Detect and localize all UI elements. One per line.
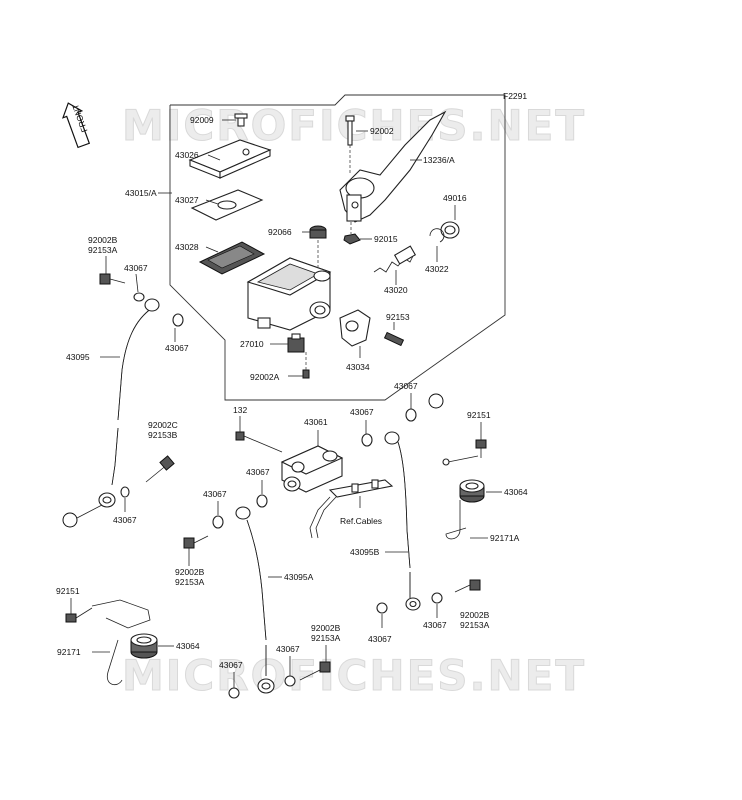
- label-132: 132: [233, 405, 247, 415]
- label-92002b-bm: 92002B: [311, 623, 341, 633]
- washer-43067-h: [376, 602, 388, 614]
- washer-43067-b: [172, 313, 184, 327]
- label-13236a: 13236/A: [423, 155, 455, 165]
- washer-43067-g: [212, 515, 224, 529]
- label-92171: 92171: [57, 647, 81, 657]
- washer-43067-c: [120, 486, 130, 498]
- label-43095: 43095: [66, 352, 90, 362]
- label-49016: 49016: [443, 193, 467, 203]
- banjo-bolt-top-left: [99, 273, 126, 285]
- ref-cables-label: Ref.Cables: [340, 516, 382, 526]
- label-43095b: 43095B: [350, 547, 380, 557]
- label-43064-r: 43064: [504, 487, 528, 497]
- screw-92002a: [302, 369, 310, 379]
- clamp-92171: [91, 599, 151, 686]
- brake-hose-43095a: [235, 506, 275, 694]
- brake-switch: [287, 333, 305, 353]
- label-43067-b: 43067: [165, 343, 189, 353]
- bolt-92151-right: [475, 439, 487, 458]
- label-43020: 43020: [384, 285, 408, 295]
- circle-a-left: [62, 512, 78, 528]
- piston-kit: [373, 245, 417, 273]
- washer-43067-d: [256, 494, 268, 508]
- brake-hose-43095: [98, 298, 160, 508]
- label-43064-l: 43064: [176, 641, 200, 651]
- grommet-43064-left: [130, 633, 158, 659]
- front-arrow: FRONT: [61, 102, 91, 149]
- label-92009: 92009: [190, 115, 214, 125]
- master-cylinder-body: [246, 257, 332, 331]
- label-43067-c: 43067: [113, 515, 137, 525]
- label-43067-h: 43067: [368, 634, 392, 644]
- label-27010: 27010: [240, 339, 264, 349]
- label-92066: 92066: [268, 227, 292, 237]
- label-92153a-r: 92153A: [460, 620, 490, 630]
- label-92153a-bm: 92153A: [311, 633, 341, 643]
- washer-43067-a: [133, 292, 145, 302]
- circle-a-right: [428, 393, 444, 409]
- label-92002-top: 92002: [370, 126, 394, 136]
- label-43028: 43028: [175, 242, 199, 252]
- label-92153-mid: 92153: [386, 312, 410, 322]
- screw-92009: [234, 113, 248, 127]
- label-92151-l: 92151: [56, 586, 80, 596]
- nut-92015: [343, 233, 361, 245]
- watermark-top: MICROFICHES.NET: [122, 101, 586, 150]
- label-43022: 43022: [425, 264, 449, 274]
- label-43061: 43061: [304, 417, 328, 427]
- washer-43067-e: [361, 433, 373, 447]
- brake-hose-43095b: [384, 431, 421, 611]
- grommet-43064-right: [459, 479, 485, 503]
- figure-code: F2291: [503, 91, 527, 101]
- brake-lever: [339, 110, 447, 223]
- washer-43067-k: [284, 675, 296, 687]
- label-92015: 92015: [374, 234, 398, 244]
- bolt-92153-mid: [383, 331, 405, 347]
- assembly-frame: [169, 94, 506, 401]
- washer-43067-f: [405, 408, 417, 422]
- label-43067-j: 43067: [219, 660, 243, 670]
- label-92002b-r: 92002B: [460, 610, 490, 620]
- label-43034: 43034: [346, 362, 370, 372]
- watermark-bottom: MICROFICHES.NET: [122, 651, 586, 700]
- hose-bracket: [309, 479, 394, 539]
- bolt-92151-left: [65, 607, 93, 623]
- label-43095a: 43095A: [284, 572, 314, 582]
- label-92153b: 92153B: [148, 430, 178, 440]
- label-92153a-l: 92153A: [175, 577, 205, 587]
- joint-43061: [280, 445, 344, 493]
- label-43067-f: 43067: [394, 381, 418, 391]
- label-92002b-top: 92002B: [88, 235, 118, 245]
- clamp-holder: [339, 309, 371, 347]
- label-92002c: 92002C: [148, 420, 178, 430]
- label-92002a: 92002A: [250, 372, 280, 382]
- label-92153a-top: 92153A: [88, 245, 118, 255]
- bolt-132: [235, 431, 283, 453]
- label-43015a: 43015/A: [125, 188, 157, 198]
- washer-43067-i: [431, 592, 443, 604]
- banjo-bolt-bottom-mid: [299, 661, 331, 681]
- label-92171a: 92171A: [490, 533, 520, 543]
- banjo-bolt-left-lower: [183, 535, 209, 549]
- label-43027: 43027: [175, 195, 199, 205]
- clamp-92171a: [442, 455, 479, 540]
- label-43067-a: 43067: [124, 263, 148, 273]
- banjo-bolt-92002c: [145, 455, 175, 483]
- banjo-bolt-right: [454, 579, 481, 593]
- label-43067-e: 43067: [350, 407, 374, 417]
- label-92151-r: 92151: [467, 410, 491, 420]
- label-92002b-l: 92002B: [175, 567, 205, 577]
- label-43026: 43026: [175, 150, 199, 160]
- label-43067-g: 43067: [203, 489, 227, 499]
- label-43067-i: 43067: [423, 620, 447, 630]
- label-43067-d: 43067: [246, 467, 270, 477]
- circlip-43022: [429, 228, 445, 243]
- washer-43067-j: [228, 687, 240, 699]
- cap-92066: [309, 225, 327, 239]
- label-43067-k: 43067: [276, 644, 300, 654]
